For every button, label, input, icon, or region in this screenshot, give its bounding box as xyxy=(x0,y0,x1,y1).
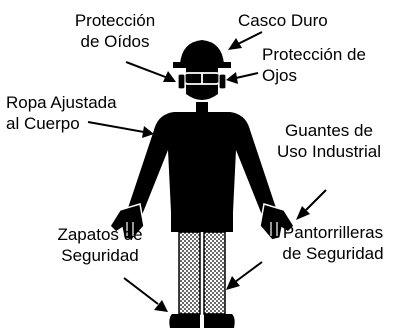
worker-hips xyxy=(171,212,233,232)
safety-glasses-icon xyxy=(182,72,222,85)
safety-shoes-label: Zapatos de Seguridad xyxy=(38,224,162,266)
hard-hat-icon xyxy=(173,40,231,68)
label-line: Casco Duro xyxy=(238,11,328,30)
label-line: Protección xyxy=(74,11,156,30)
hearing-protection-label: Protección de Oídos xyxy=(56,10,174,52)
label-line: Ropa Ajustada xyxy=(6,93,117,112)
label-line: Seguridad xyxy=(61,246,139,265)
pointer-arrows xyxy=(87,31,327,312)
label-line: al Cuerpo xyxy=(6,114,80,133)
label-line: Protección de xyxy=(262,45,366,64)
label-line: Ojos xyxy=(262,66,297,85)
clothing-label: Ropa Ajustada al Cuerpo xyxy=(6,92,117,134)
hard-hat-label: Casco Duro xyxy=(238,10,328,31)
label-line: Zapatos de xyxy=(57,225,143,244)
label-line: Guantes de xyxy=(285,121,373,140)
label-line: Pantorrilleras xyxy=(282,223,384,242)
ear-protection-icon xyxy=(177,73,227,90)
label-line: Uso Industrial xyxy=(277,142,381,161)
left-glove-icon xyxy=(109,203,145,241)
shin-guards-icon xyxy=(178,231,226,315)
shin-guards-label: Pantorrilleras de Seguridad xyxy=(266,222,400,264)
label-line: de Seguridad xyxy=(282,244,384,263)
eye-protection-label: Protección de Ojos xyxy=(262,44,366,86)
safety-shoes-icon xyxy=(169,314,235,328)
close-fitting-clothing xyxy=(126,112,278,220)
right-glove-icon xyxy=(259,203,295,241)
label-line: de Oídos xyxy=(80,32,150,51)
gloves-label: Guantes de Uso Industrial xyxy=(258,120,400,162)
